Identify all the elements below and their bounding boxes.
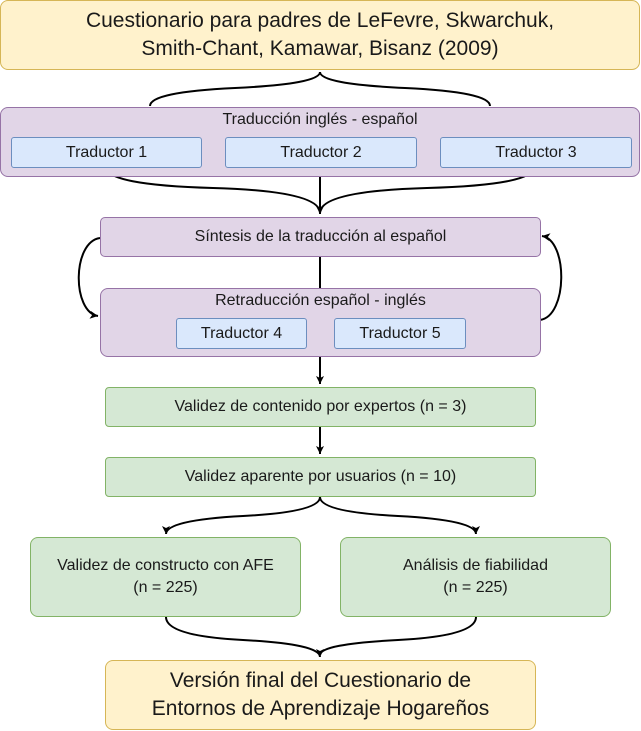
left-loop-arrow: [77, 237, 101, 319]
translator-3-box: Traductor 3: [440, 137, 632, 168]
face-validity-box: Validez aparente por usuarios (n = 10): [105, 457, 536, 497]
split-left-arrow: [162, 496, 321, 535]
content-validity-text: Validez de contenido por expertos (n = 3…: [174, 398, 467, 415]
translator-5-box: Traductor 5: [334, 318, 466, 349]
reliability-box: Análisis de fiabilidad (n = 225): [340, 537, 611, 617]
synthesis-box: Síntesis de la traducción al español: [100, 217, 541, 257]
merge-brace-right: [319, 616, 477, 656]
translation-group: Traducción inglés - español Traductor 1 …: [0, 107, 640, 177]
retranslation-group: Retraducción español - inglés Traductor …: [100, 288, 541, 357]
face-validity-text: Validez aparente por usuarios (n = 10): [184, 468, 457, 485]
construct-validity-text: Validez de constructo con AFE (n = 225): [57, 557, 274, 596]
retranslation-group-label: Retraducción español - inglés: [215, 292, 426, 309]
reliability-text: Análisis de fiabilidad (n = 225): [403, 557, 548, 596]
source-questionnaire-text: Cuestionario para padres de LeFevre, Skw…: [85, 9, 555, 60]
translator-1-box: Traductor 1: [11, 137, 202, 168]
right-loop-arrow: [539, 233, 563, 321]
source-questionnaire-box: Cuestionario para padres de LeFevre, Skw…: [0, 0, 640, 70]
content-validity-box: Validez de contenido por expertos (n = 3…: [105, 387, 536, 427]
construct-validity-box: Validez de constructo con AFE (n = 225): [30, 537, 301, 617]
translator-2-box: Traductor 2: [225, 137, 417, 168]
merge-brace-arrow: [165, 616, 324, 658]
top-brace-connector: [149, 71, 491, 107]
final-version-text: Versión final del Cuestionario de Entorn…: [151, 669, 490, 720]
split-right-arrow: [319, 496, 480, 535]
translation-group-label: Traducción inglés - español: [222, 111, 418, 128]
synthesis-text: Síntesis de la traducción al español: [194, 228, 447, 245]
translator-4-box: Traductor 4: [176, 318, 307, 349]
final-version-box: Versión final del Cuestionario de Entorn…: [105, 660, 536, 730]
